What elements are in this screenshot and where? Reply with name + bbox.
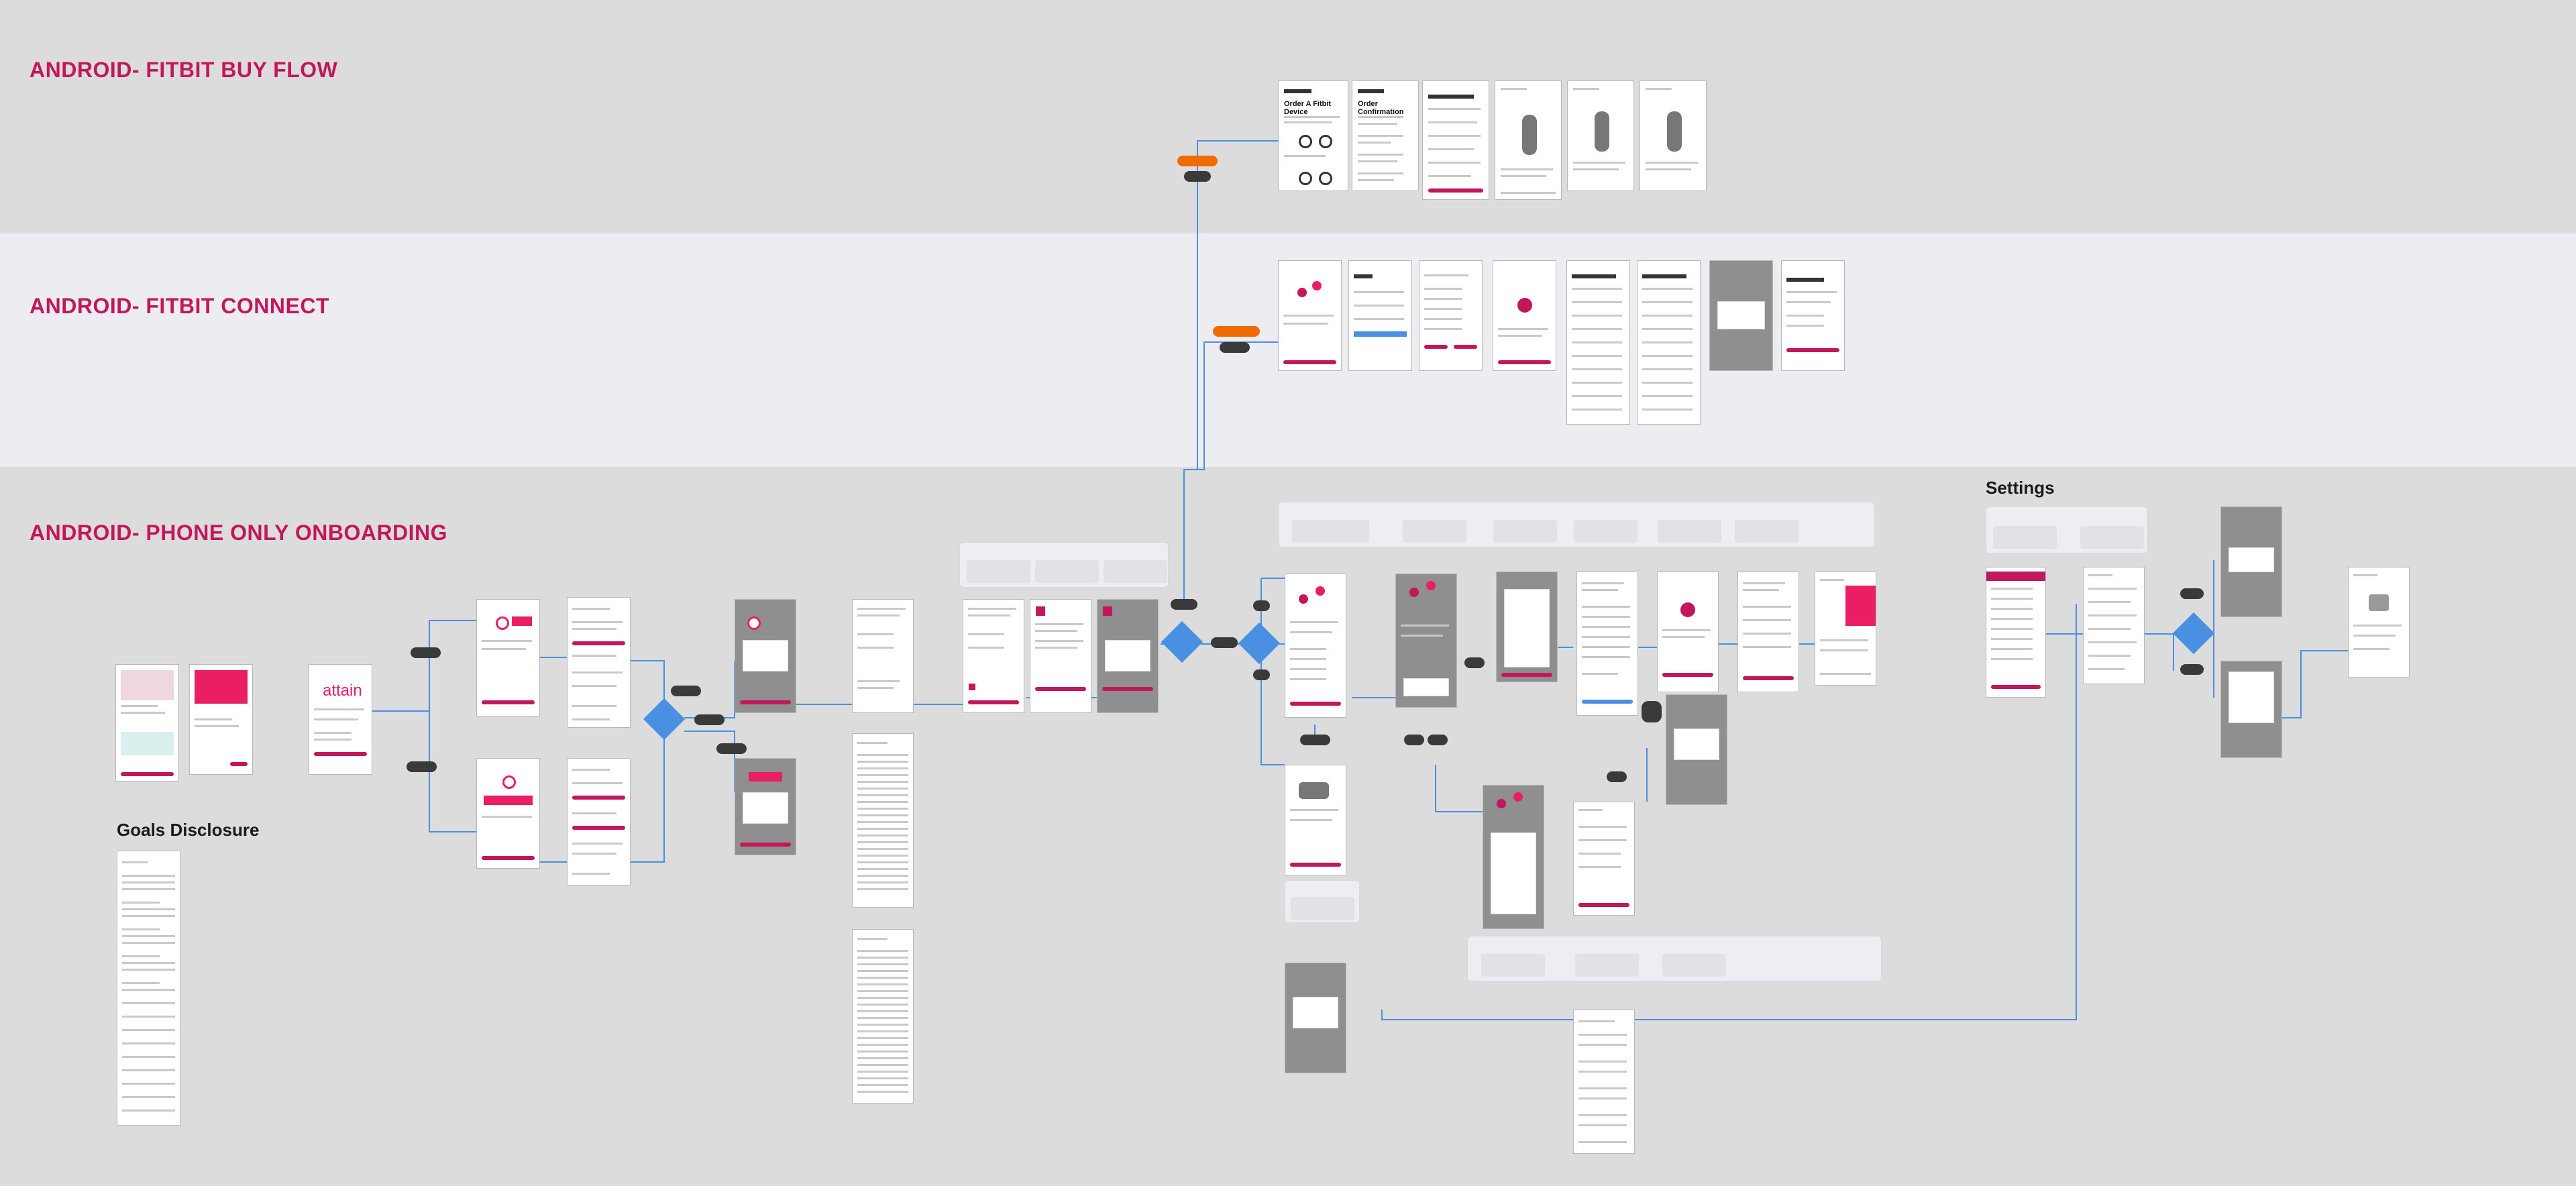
comments-panel — [1467, 936, 1882, 981]
screen-activity-step[interactable] — [1573, 802, 1635, 916]
flow-label-pill — [1213, 326, 1260, 337]
screen-settings-dialog-2[interactable] — [2220, 661, 2282, 758]
screen-buy-activity-3[interactable] — [1640, 80, 1707, 191]
flow-label-pill — [1607, 771, 1627, 782]
screen-order-confirmation[interactable]: Order Confirmation — [1352, 80, 1419, 191]
screen-device-options[interactable] — [567, 597, 631, 728]
screen-google-fit-dialog[interactable] — [1666, 694, 1727, 805]
screen-band-dialog[interactable] — [735, 758, 796, 855]
flow-label-pill — [1642, 701, 1662, 722]
flow-label-pill — [1300, 735, 1330, 745]
flow-label-pill — [1211, 637, 1238, 648]
screen-consent-2[interactable] — [1030, 599, 1091, 713]
flow-label-pill — [1220, 342, 1250, 353]
screen-activity-permission[interactable] — [1285, 574, 1346, 718]
screen-settings-dialog-1[interactable] — [2220, 506, 2282, 617]
flow-label-pill — [1177, 156, 1218, 166]
comments-panel — [959, 542, 1169, 588]
screen-google-fit-permission[interactable] — [1395, 574, 1457, 708]
goals-disclosure-title: Goals Disclosure — [117, 820, 260, 840]
section-title-connect: ANDROID- FITBIT CONNECT — [30, 294, 330, 318]
flow-label-pill — [1171, 599, 1197, 610]
flow-label-pill — [1428, 735, 1448, 745]
screen-connect-login[interactable] — [1348, 260, 1412, 371]
flow-label-pill — [671, 686, 701, 696]
screen-privacy-policy[interactable] — [852, 929, 914, 1103]
screen-select-device[interactable] — [476, 599, 540, 716]
screen-splash-1[interactable] — [115, 664, 179, 781]
section-title-onboarding: ANDROID- PHONE ONLY ONBOARDING — [30, 521, 448, 545]
screen-buy-activity-2[interactable] — [1567, 80, 1634, 191]
comments-panel — [1986, 506, 2148, 553]
screen-buy-checklist[interactable] — [1422, 80, 1489, 200]
flow-label-pill — [411, 647, 441, 658]
flow-label-pill — [1464, 657, 1485, 668]
flow-label-pill — [1253, 600, 1270, 611]
attain-logo: attain — [323, 682, 362, 700]
screen-goals-disclosure[interactable] — [117, 851, 180, 1126]
screen-activity-dialog[interactable] — [1285, 963, 1346, 1073]
section-title-buy-flow: ANDROID- FITBIT BUY FLOW — [30, 58, 338, 82]
flow-label-pill — [1184, 171, 1211, 182]
screen-choose-account[interactable] — [1496, 572, 1558, 682]
screen-connect-list-1[interactable] — [1566, 260, 1630, 425]
screen-activity-details[interactable] — [1573, 1010, 1635, 1154]
screen-settings-result[interactable] — [2348, 567, 2410, 678]
screen-attain-login[interactable]: attain — [309, 664, 372, 775]
settings-title: Settings — [1986, 478, 2055, 498]
screen-fit-connected[interactable] — [1657, 572, 1719, 692]
screen-activity-recognition[interactable] — [1285, 765, 1346, 875]
screen-connect-intro[interactable] — [1278, 260, 1342, 371]
screen-connect-weight[interactable] — [1781, 260, 1845, 371]
flow-label-pill — [2180, 588, 2204, 599]
flow-label-pill — [716, 743, 747, 754]
screen-weight-checklist[interactable] — [1737, 572, 1799, 692]
screen-buy-activity-1[interactable] — [1495, 80, 1562, 200]
screen-connect-list-2[interactable] — [1637, 260, 1701, 425]
comments-panel — [1278, 502, 1875, 547]
screen-settings-menu[interactable] — [1986, 567, 2046, 698]
flow-label-pill — [1253, 669, 1270, 680]
flow-label-pill — [694, 714, 724, 725]
screen-terms-summary[interactable] — [852, 599, 914, 713]
flow-label-pill — [2180, 664, 2204, 675]
comments-panel — [1285, 880, 1360, 923]
screen-connect-dialog[interactable] — [1709, 260, 1773, 371]
order-device-title: Order A Fitbit Device — [1284, 100, 1332, 116]
screen-terms-of-use[interactable] — [852, 733, 914, 908]
flow-label-pill — [1404, 735, 1424, 745]
flow-label-pill — [407, 761, 437, 772]
screen-google-fit-consent[interactable] — [1576, 572, 1638, 716]
screen-connect-success[interactable] — [1493, 260, 1556, 371]
order-confirmation-title: Order Confirmation — [1358, 100, 1404, 116]
screen-order-device[interactable]: Order A Fitbit Device — [1278, 80, 1348, 191]
screen-select-band[interactable] — [476, 758, 540, 869]
screen-connect-permissions[interactable] — [1419, 260, 1483, 371]
screen-settings-detail[interactable] — [2083, 567, 2145, 684]
screen-device-dialog[interactable] — [735, 599, 796, 713]
screen-band-options[interactable] — [567, 758, 631, 885]
screen-activity-permission-dialog[interactable] — [1483, 785, 1544, 929]
screen-consent-1[interactable] — [963, 599, 1024, 713]
screen-activity-dashboard[interactable] — [1815, 572, 1876, 686]
screen-splash-2[interactable] — [189, 664, 253, 775]
screen-consent-dialog[interactable] — [1097, 599, 1159, 713]
